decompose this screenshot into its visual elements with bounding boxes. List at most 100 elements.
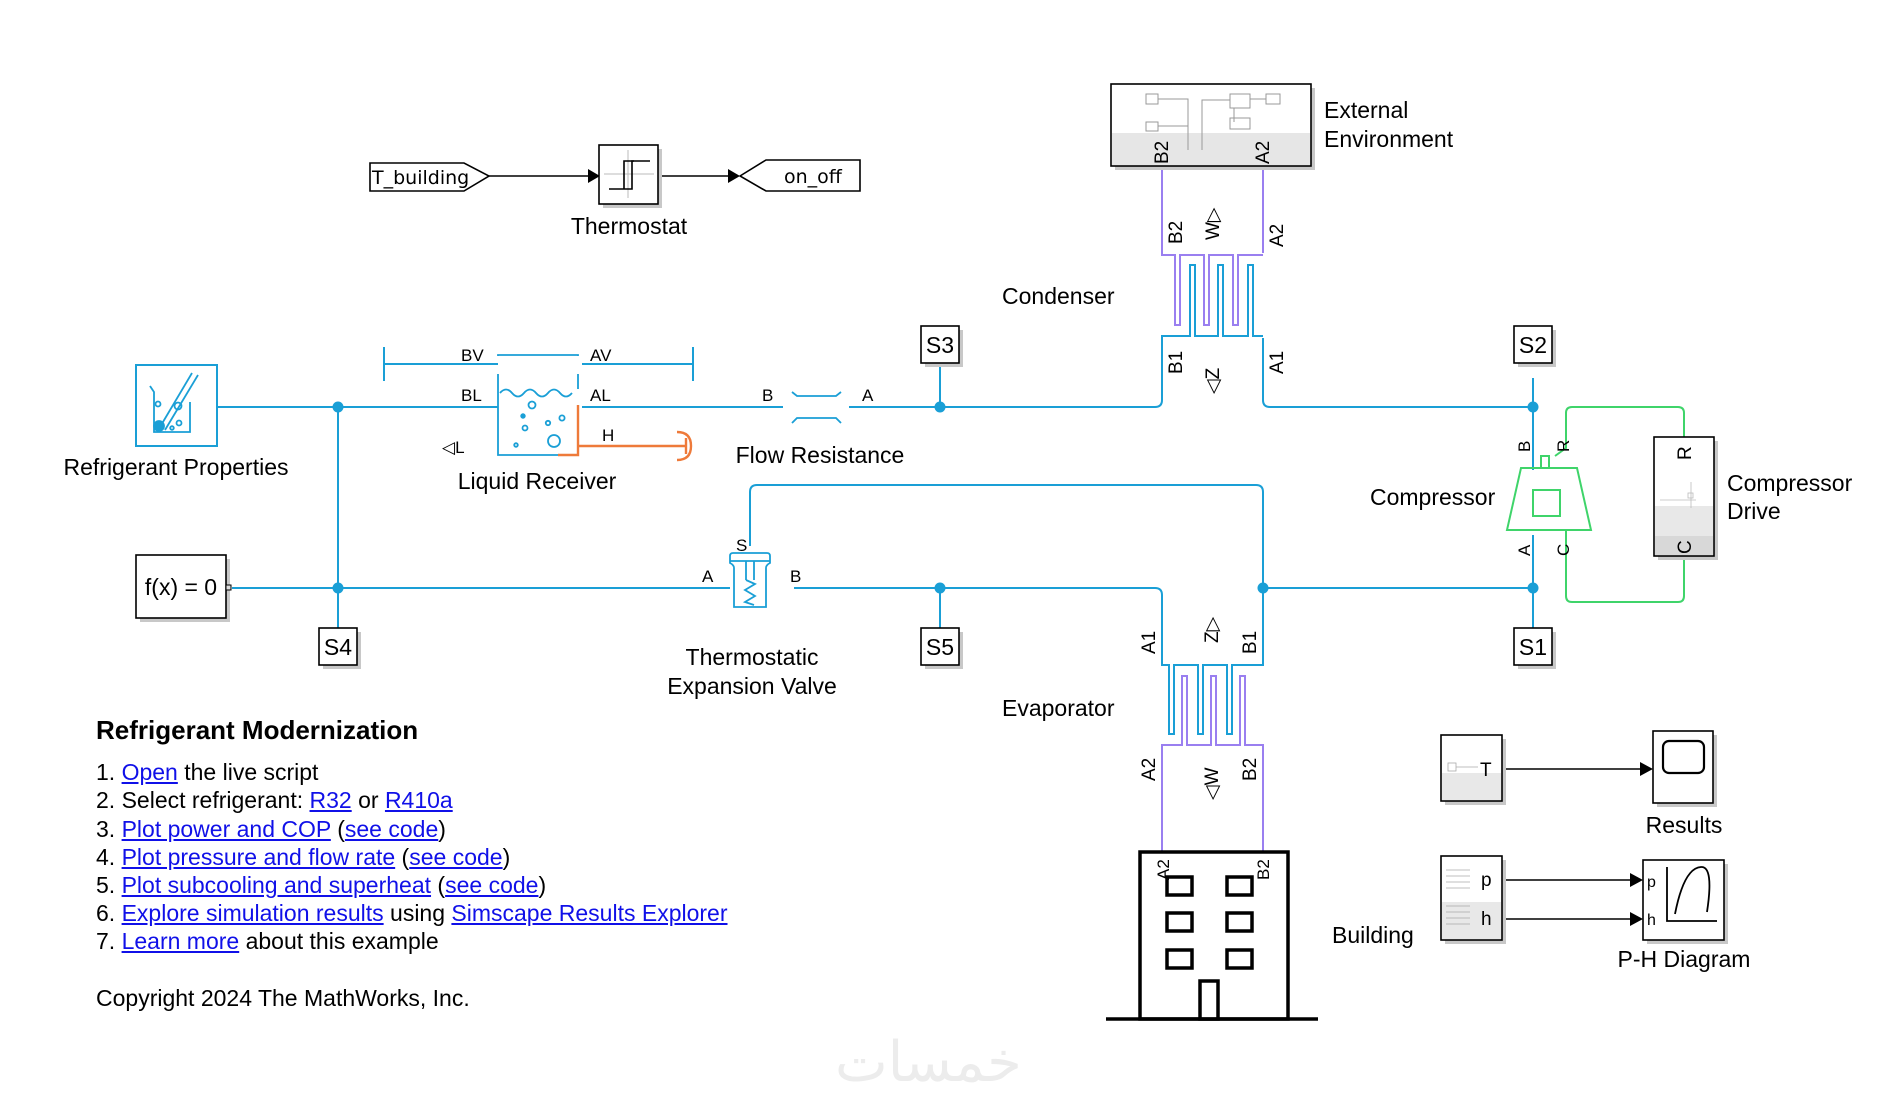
thermal-reference-block[interactable] bbox=[578, 430, 693, 462]
junction-dots bbox=[332, 401, 1539, 594]
wire-tev-evaporator[interactable] bbox=[794, 587, 1163, 658]
evaporator-block[interactable]: A1 Z▷ B1 A2 ◁W B2 Evaporator bbox=[1002, 616, 1264, 837]
port-label: AV bbox=[590, 346, 612, 365]
port-label: BL bbox=[461, 386, 482, 405]
sensor-s4[interactable]: S4 bbox=[318, 627, 361, 669]
building-icon bbox=[1106, 850, 1318, 1021]
arrowhead-icon bbox=[1640, 762, 1653, 776]
annotation-link[interactable]: see code bbox=[409, 843, 503, 870]
port-label: A2 bbox=[1139, 758, 1160, 781]
ph-diagram-block[interactable]: p h P-H Diagram bbox=[1618, 859, 1751, 972]
compressor-drive-block[interactable]: R C Compressor Drive bbox=[1653, 436, 1853, 560]
port-label: h bbox=[1481, 909, 1492, 930]
orifice-icon bbox=[791, 391, 842, 424]
wire-receiver-vapor[interactable] bbox=[383, 347, 694, 381]
annotation-text: ) bbox=[538, 872, 547, 899]
annotation-step: 6. Explore simulation results using Sims… bbox=[96, 899, 728, 927]
port-label: A2 bbox=[1267, 224, 1288, 247]
port-label: B2 bbox=[1166, 221, 1187, 244]
annotation-step: 3. Plot power and COP (see code) bbox=[96, 815, 728, 843]
port-label: A bbox=[702, 567, 714, 586]
wire-flowres-condenser[interactable] bbox=[849, 338, 1163, 408]
port-label: A2 bbox=[1253, 141, 1274, 164]
results-scope-block[interactable]: Results bbox=[1646, 730, 1723, 838]
compressor-icon bbox=[1505, 455, 1593, 531]
evaporator-air-side-icon bbox=[1161, 675, 1264, 837]
sensor-label: S5 bbox=[926, 634, 954, 660]
annotation-link[interactable]: R410a bbox=[384, 787, 453, 814]
port-label: B bbox=[1515, 441, 1534, 452]
annotation-text: using bbox=[383, 900, 452, 927]
step-number: 2. bbox=[96, 787, 116, 814]
port-label: C bbox=[1675, 540, 1696, 554]
port-label: ◁Z bbox=[1203, 367, 1224, 394]
port-label: B2 bbox=[1254, 859, 1273, 880]
port-label: B2 bbox=[1240, 758, 1261, 781]
annotation-link[interactable]: Explore simulation results bbox=[121, 900, 384, 927]
tag-label: T_building bbox=[371, 167, 469, 189]
sensor-s5[interactable]: S5 bbox=[920, 627, 963, 669]
step-number: 4. bbox=[96, 843, 116, 870]
building-block[interactable]: A2 B2 Building bbox=[1106, 850, 1414, 1021]
annotation-link[interactable]: see code bbox=[344, 815, 439, 842]
port-label: B1 bbox=[1240, 631, 1261, 654]
thermostat-block[interactable]: Thermostat bbox=[571, 144, 688, 239]
annotation-link[interactable]: R32 bbox=[309, 787, 352, 814]
port-label: A1 bbox=[1139, 631, 1160, 654]
condenser-block[interactable]: B2 W▷ A2 B1 ◁Z A1 Condenser bbox=[1002, 207, 1288, 394]
port-label: BV bbox=[461, 346, 484, 365]
port-label: T bbox=[1480, 760, 1492, 781]
thermostatic-expansion-valve-block[interactable]: S A B Thermostatic Expansion Valve bbox=[667, 536, 837, 699]
from-tag-t-building[interactable]: T_building bbox=[369, 162, 491, 192]
wire-compressor-r[interactable] bbox=[1554, 406, 1685, 457]
annotation-link[interactable]: Simscape Results Explorer bbox=[451, 900, 728, 927]
sensor-s3[interactable]: S3 bbox=[920, 325, 963, 367]
goto-tag-on-off[interactable]: on_off bbox=[738, 159, 861, 192]
beaker-thermometer-icon bbox=[149, 372, 199, 433]
junction-dot bbox=[1527, 401, 1539, 413]
annotation-text: ) bbox=[438, 815, 446, 842]
step-number: 1. bbox=[96, 759, 116, 786]
annotation-step: 2. Select refrigerant: R32 or R410a bbox=[96, 786, 728, 814]
solver-configuration-block[interactable]: f(x) = 0 bbox=[135, 554, 232, 622]
port-label: R bbox=[1554, 440, 1573, 452]
sensor-s2[interactable]: S2 bbox=[1513, 325, 1556, 367]
flow-resistance-block[interactable]: B A Flow Resistance bbox=[736, 386, 905, 468]
block-label: Compressor bbox=[1727, 470, 1853, 496]
refrigerant-properties-block[interactable]: Refrigerant Properties bbox=[64, 364, 289, 480]
port-label: B bbox=[790, 567, 801, 586]
annotation-step: 5. Plot subcooling and superheat (see co… bbox=[96, 871, 728, 899]
annotation-link[interactable]: see code bbox=[445, 872, 539, 899]
external-environment-block[interactable]: B2 A2 External Environment bbox=[1110, 83, 1454, 170]
receiver-thermal-wall bbox=[558, 405, 580, 457]
wire-condenser-compressor[interactable] bbox=[1262, 338, 1534, 470]
block-label: Liquid Receiver bbox=[458, 468, 617, 494]
annotation-link[interactable]: Plot power and COP bbox=[121, 815, 331, 842]
subsystem-preview-icon bbox=[1145, 93, 1281, 150]
port-label: AL bbox=[590, 386, 611, 405]
port-label: A bbox=[1515, 544, 1534, 556]
step-number: 7. bbox=[96, 928, 116, 955]
condenser-air-side-icon bbox=[1161, 253, 1263, 326]
port-label: A bbox=[862, 386, 874, 405]
liquid-receiver-block[interactable]: BV AV BL AL H ◁L Liquid Receiver bbox=[442, 346, 617, 494]
sensor-label: S1 bbox=[1519, 634, 1547, 660]
annotation-link[interactable]: Learn more bbox=[121, 928, 240, 955]
annotation-step: 1. Open the live script bbox=[96, 758, 728, 786]
annotation-link[interactable]: Open bbox=[121, 759, 178, 786]
compressor-block[interactable]: B R A C Compressor bbox=[1370, 440, 1593, 556]
sensor-s1[interactable]: S1 bbox=[1513, 627, 1556, 669]
results-source-subsystem[interactable]: T bbox=[1440, 734, 1506, 805]
wire-evaporator-compressor[interactable] bbox=[1262, 535, 1534, 658]
port-label: p bbox=[1481, 870, 1492, 891]
annotation-link[interactable]: Plot pressure and flow rate bbox=[121, 843, 396, 870]
moist-air-wires bbox=[1161, 168, 1264, 852]
ph-source-subsystem[interactable]: p h bbox=[1440, 855, 1506, 944]
block-label: Building bbox=[1332, 922, 1414, 948]
wire-tev-sensing[interactable] bbox=[749, 484, 1264, 588]
port-label: S bbox=[736, 536, 747, 555]
wire-compressor-c[interactable] bbox=[1565, 530, 1685, 603]
annotation-link[interactable]: Plot subcooling and superheat bbox=[121, 872, 432, 899]
annotation-step: 4. Plot pressure and flow rate (see code… bbox=[96, 843, 728, 871]
